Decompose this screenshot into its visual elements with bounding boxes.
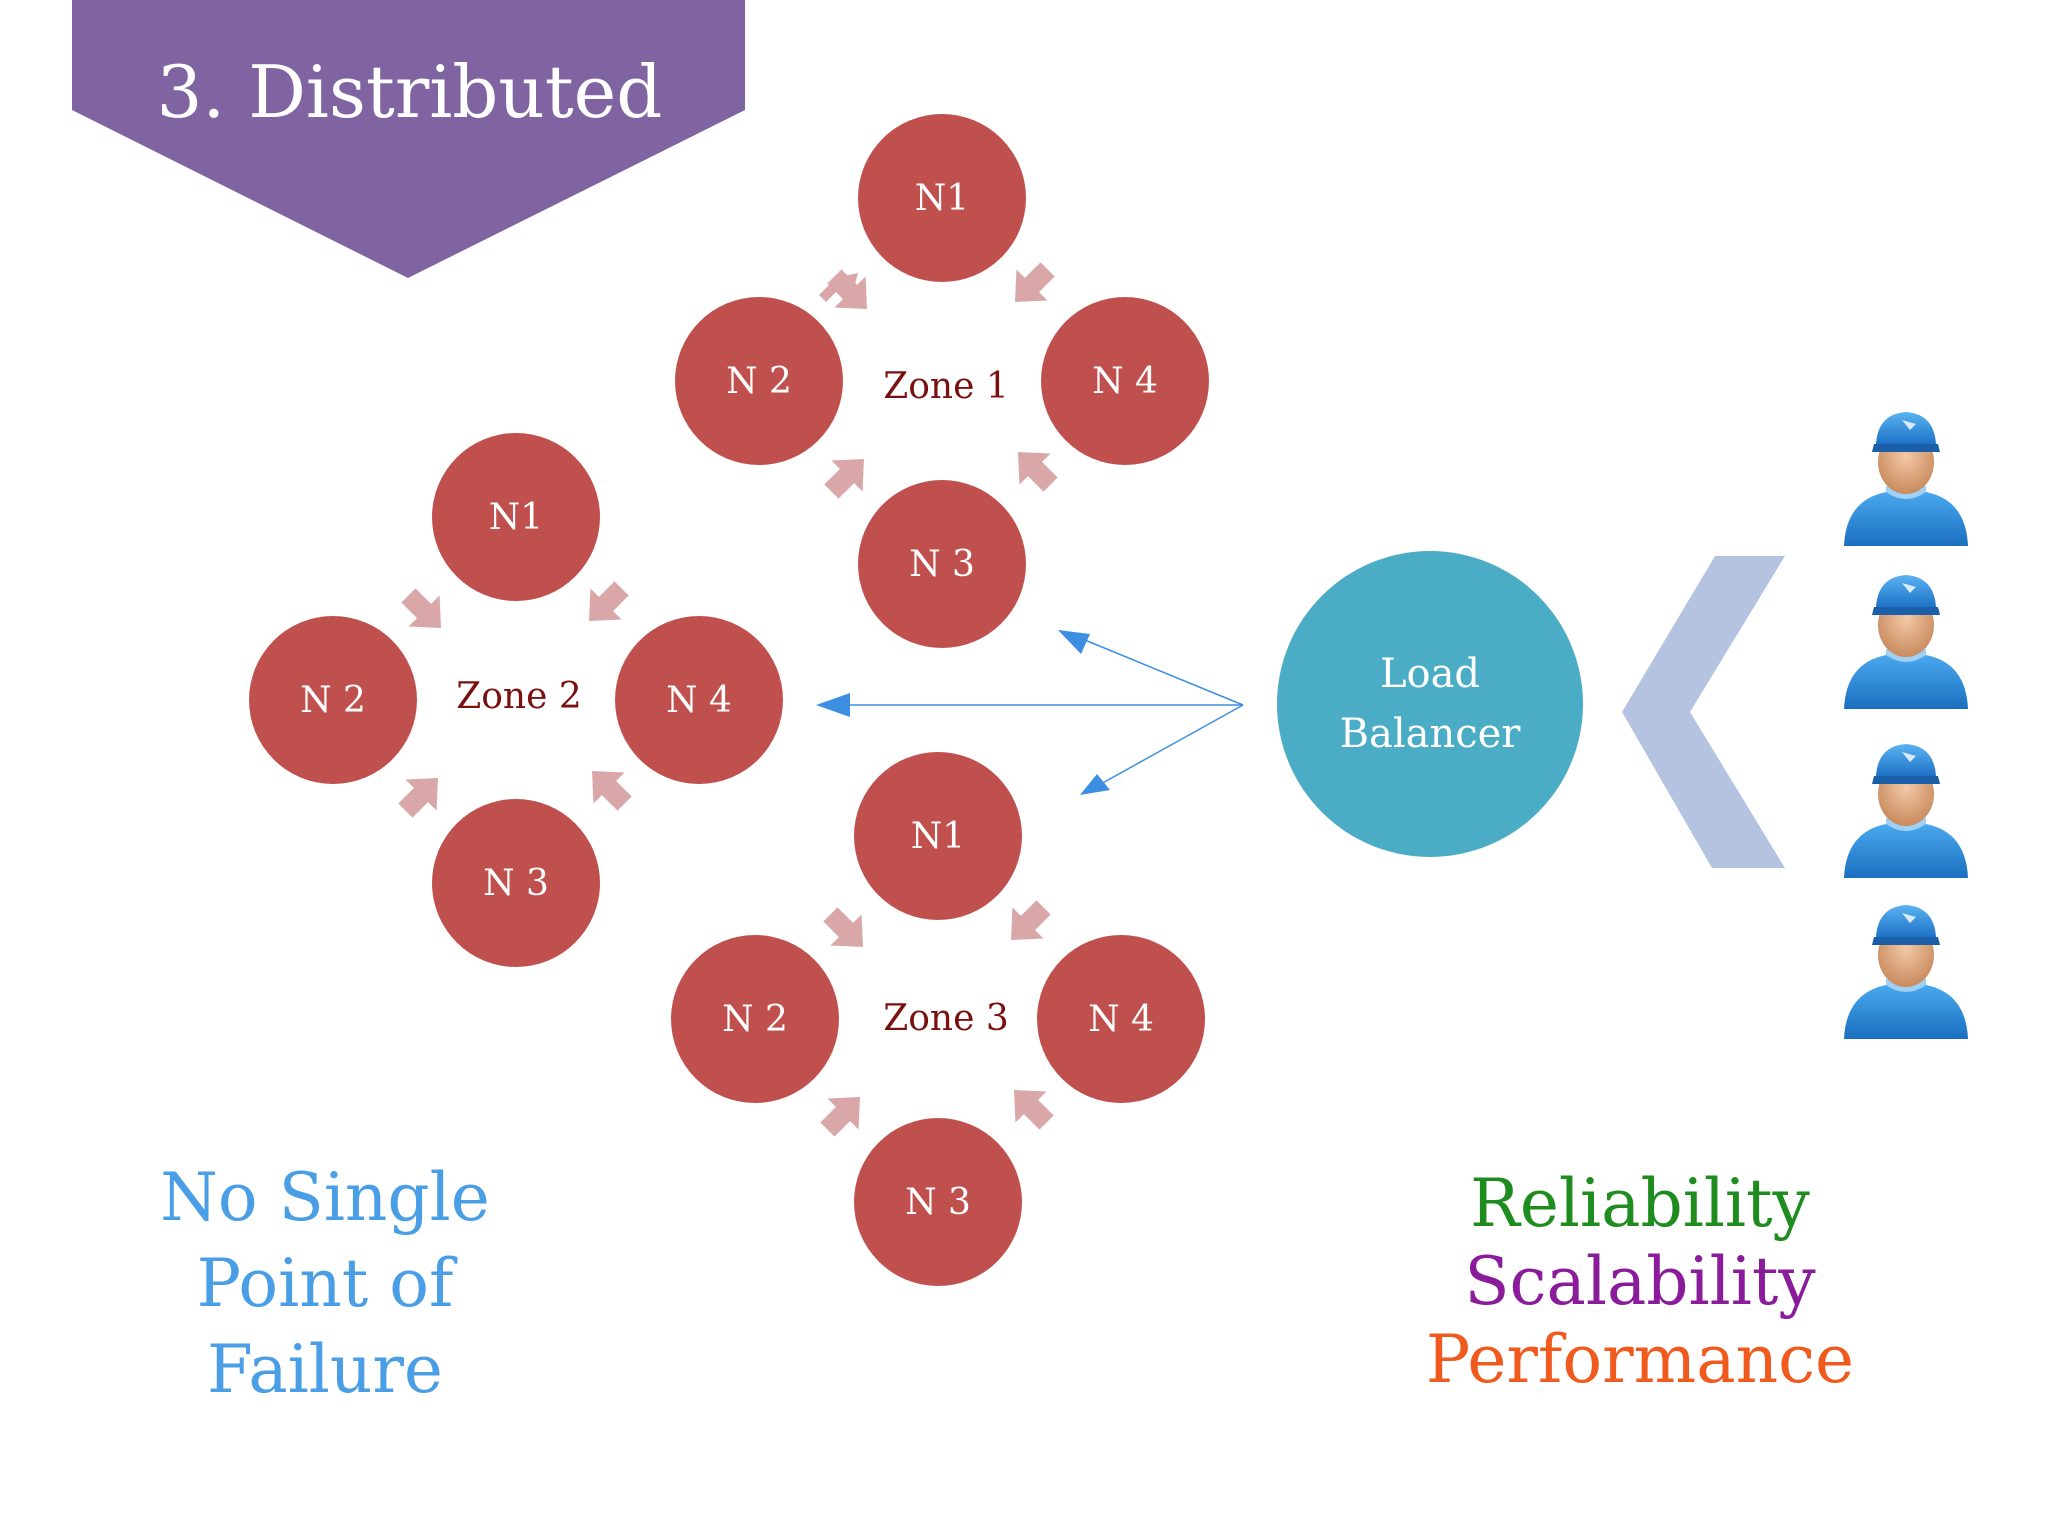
zone-3-node-n2: N 2 — [671, 935, 839, 1103]
user-icon — [1844, 744, 1968, 878]
zone-3-node-n1: N1 — [854, 752, 1022, 920]
arrowhead-zone-2 — [816, 693, 850, 717]
benefit-scalability: Scalability — [1464, 1243, 1816, 1320]
zone-2-node-n1: N1 — [432, 433, 600, 601]
ring-arrow — [592, 771, 632, 811]
arrowhead-zone-3 — [1080, 774, 1110, 795]
benefit-no-single-point-of-failure: No Single Point of Failure — [120, 1155, 530, 1413]
ring-arrow — [589, 581, 629, 621]
zone-3-node-n4: N 4 — [1037, 935, 1205, 1103]
benefit-left-line-3: Failure — [207, 1331, 443, 1408]
user-icon — [1844, 575, 1968, 709]
node-label: N 2 — [726, 360, 792, 402]
zone-1-node-n4: N 4 — [1041, 297, 1209, 465]
zone-1-node-n3: N 3 — [858, 480, 1026, 648]
benefit-reliability: Reliability — [1470, 1165, 1810, 1242]
node-label: N 3 — [905, 1181, 971, 1223]
benefit-performance: Performance — [1425, 1321, 1855, 1398]
ring-arrow — [823, 907, 863, 947]
user-icon — [1844, 905, 1968, 1039]
ring-arrow — [1014, 1090, 1054, 1130]
node-label: N 2 — [300, 679, 366, 721]
node-label: N 4 — [1092, 360, 1158, 402]
user-icon — [1844, 412, 1968, 546]
zone-2-node-n3: N 3 — [432, 799, 600, 967]
connector-zone-1 — [1079, 637, 1244, 706]
ring-arrow — [1018, 452, 1058, 492]
node-label: N1 — [488, 496, 544, 538]
node-label: N 4 — [666, 679, 732, 721]
node-label: N 3 — [483, 862, 549, 904]
ring-arrow — [820, 1097, 860, 1137]
lb-connectors — [830, 637, 1244, 791]
load-balancer: Load Balancer — [1277, 551, 1583, 857]
zone-3-node-n3: N 3 — [854, 1118, 1022, 1286]
zone-1-node-n2: N 2 — [675, 297, 843, 465]
load-balancer-line-1: Load — [1379, 651, 1481, 697]
node-label: N1 — [910, 815, 966, 857]
load-balancer-line-2: Balancer — [1339, 711, 1521, 757]
zone-2-node-n4: N 4 — [615, 616, 783, 784]
node-label: N 2 — [722, 998, 788, 1040]
ring-arrow — [401, 588, 441, 628]
benefits-list: Reliability Scalability Performance — [1380, 1165, 1900, 1399]
benefit-left-line-1: No Single — [160, 1159, 490, 1236]
zone-2-node-n2: N 2 — [249, 616, 417, 784]
zone-2-label: Zone 2 — [456, 676, 582, 717]
node-label: N 4 — [1088, 998, 1154, 1040]
connector-zone-3 — [1089, 704, 1244, 791]
zone-1-label: Zone 1 — [883, 366, 1009, 407]
zone-1-node-n1: N1 — [858, 114, 1026, 282]
node-label: N1 — [914, 177, 970, 219]
ring-arrow — [398, 778, 438, 818]
ring-arrow — [827, 269, 867, 309]
node-label: N 3 — [909, 543, 975, 585]
benefit-left-line-2: Point of — [196, 1245, 454, 1322]
ring-arrow — [1011, 900, 1051, 940]
zone-3-label: Zone 3 — [883, 998, 1009, 1039]
page-title: 3. Distributed — [156, 50, 663, 134]
arrowhead-zone-1 — [1058, 630, 1090, 654]
ring-arrow — [1015, 262, 1055, 302]
ring-arrow — [824, 459, 864, 499]
title-banner-shape — [72, 0, 745, 278]
chevron-left-icon — [1622, 556, 1785, 868]
